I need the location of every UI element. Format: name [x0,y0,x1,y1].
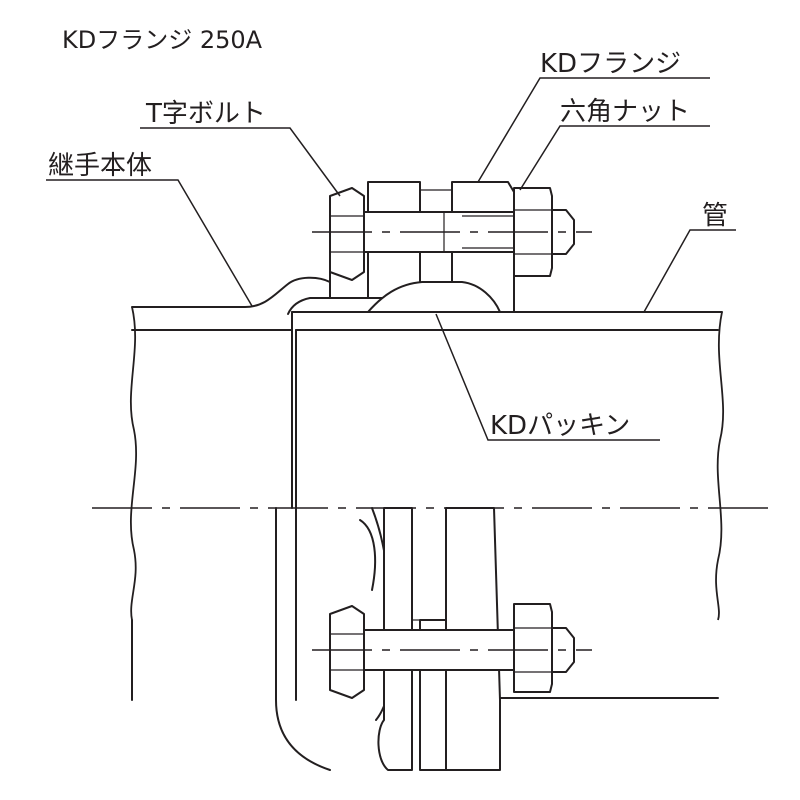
label-hex-nut: 六角ナット [560,97,690,127]
label-joint-body: 継手本体 [48,151,152,181]
label-kd-flange: KDフランジ [540,49,681,79]
joint-body [129,261,369,771]
drawing-title: KDフランジ 250A [62,26,263,54]
label-pipe: 管 [702,201,728,231]
hex-nut-lower [513,603,553,693]
label-t-bolt: T字ボルト [145,99,266,129]
label-kd-packing: KDパッキン [490,411,630,441]
leader-lines [46,77,736,441]
center-lines [92,231,770,651]
kd-packing [367,281,501,313]
